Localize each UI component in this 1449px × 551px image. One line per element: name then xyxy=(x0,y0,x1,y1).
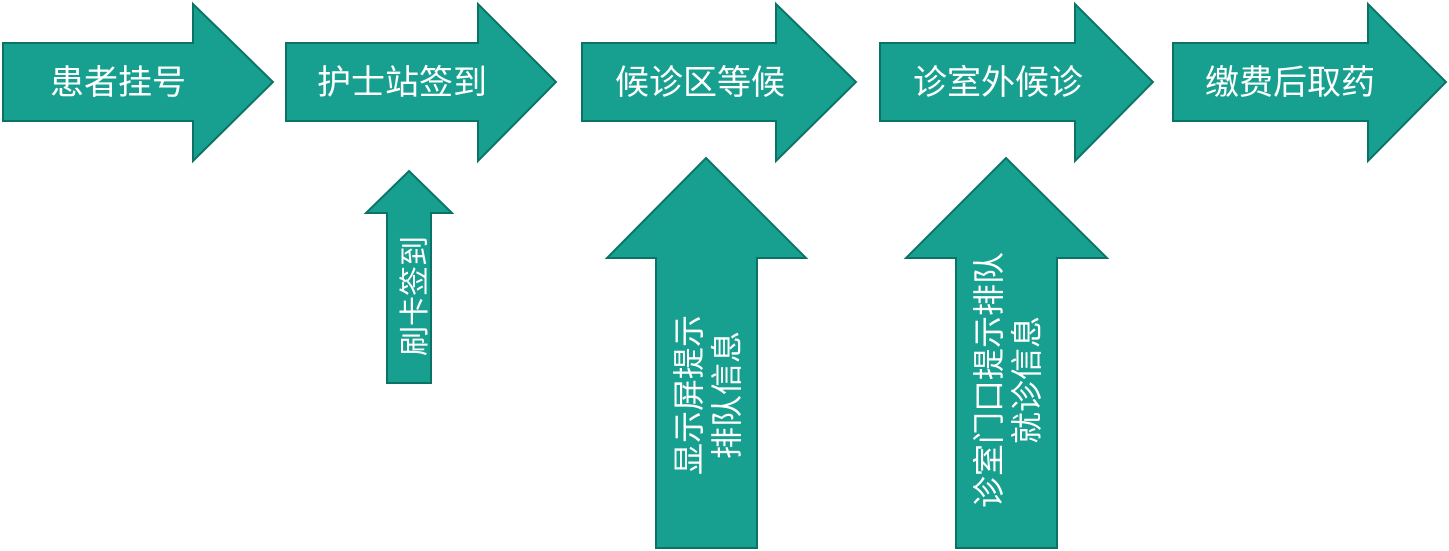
support-label-display-line1: 显示屏提示 xyxy=(670,315,708,475)
support-arrow-display-screen: 显示屏提示 排队信息 xyxy=(604,156,809,549)
step-arrow-outside-room: 诊室外候诊 xyxy=(879,1,1155,164)
support-arrow-room-door: 诊室门口提示排队 就诊信息 xyxy=(903,156,1110,549)
step-arrow-nurse-checkin: 护士站签到 xyxy=(285,1,558,164)
support-label-display-line2: 排队信息 xyxy=(708,331,746,459)
step-arrow-register: 患者挂号 xyxy=(2,1,275,164)
step-label-outside-room: 诊室外候诊 xyxy=(913,63,1083,103)
step-label-nurse-checkin: 护士站签到 xyxy=(317,63,487,103)
step-arrow-pay-pickup: 缴费后取药 xyxy=(1172,1,1448,164)
support-arrow-card-checkin: 刷卡签到 xyxy=(363,169,455,384)
step-label-waiting-area: 候诊区等候 xyxy=(615,63,785,103)
support-label-door-line1: 诊室门口提示排队 xyxy=(970,252,1008,508)
step-label-pay-pickup: 缴费后取药 xyxy=(1205,63,1375,103)
support-label-card-checkin: 刷卡签到 xyxy=(398,236,433,356)
step-arrow-waiting-area: 候诊区等候 xyxy=(581,1,858,164)
step-label-register: 患者挂号 xyxy=(50,63,186,103)
support-label-door-line2: 就诊信息 xyxy=(1008,316,1046,444)
